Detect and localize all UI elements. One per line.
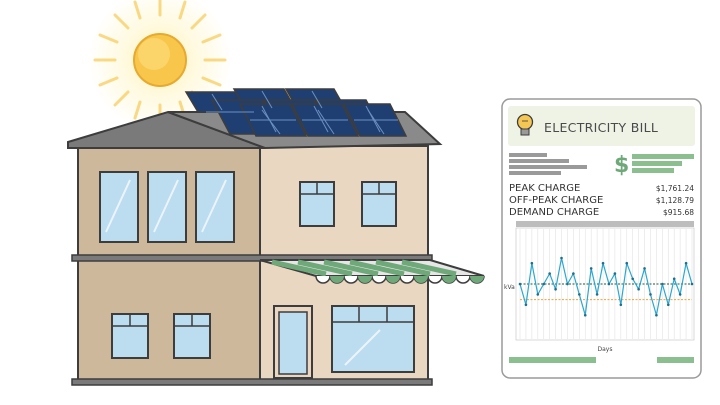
chart-point bbox=[637, 287, 640, 291]
chart-point bbox=[678, 293, 682, 296]
chart-point bbox=[601, 261, 605, 265]
chart-point bbox=[672, 277, 676, 281]
footer-bar bbox=[509, 357, 596, 363]
awning bbox=[259, 259, 485, 284]
placeholder-lines bbox=[509, 153, 587, 175]
electricity-bill: ELECTRICITY BILL $ PEAK CHARGE $1,761.24… bbox=[501, 98, 702, 379]
chart-point bbox=[554, 287, 557, 291]
lightbulb-icon bbox=[516, 113, 534, 136]
bill-title: ELECTRICITY BILL bbox=[544, 120, 658, 135]
chart-point bbox=[613, 272, 617, 275]
dollar-icon: $ bbox=[614, 153, 629, 178]
chart-point bbox=[548, 272, 551, 275]
chart-point bbox=[649, 293, 652, 296]
charge-label-peak: PEAK CHARGE bbox=[509, 183, 580, 194]
charge-value-demand: $915.68 bbox=[663, 208, 694, 217]
accent-bars bbox=[632, 154, 694, 173]
chart-point bbox=[560, 256, 563, 260]
usage-chart: kVa Days bbox=[504, 221, 695, 353]
chart-point bbox=[566, 282, 569, 286]
chart-point bbox=[607, 282, 611, 286]
chart-point bbox=[595, 293, 599, 296]
chart-ylabel: kVa bbox=[504, 284, 515, 291]
chart-point bbox=[619, 303, 623, 307]
footer-bar bbox=[657, 357, 694, 363]
house bbox=[67, 88, 485, 386]
charge-label-demand: DEMAND CHARGE bbox=[509, 207, 599, 218]
chart-point bbox=[625, 261, 629, 265]
chart-point bbox=[578, 293, 581, 296]
chart-point bbox=[661, 282, 664, 286]
chart-point bbox=[690, 282, 694, 286]
chart-point bbox=[589, 267, 593, 270]
chart-point bbox=[524, 303, 528, 307]
window bbox=[331, 305, 415, 373]
chart-point bbox=[684, 261, 688, 265]
chart-point bbox=[666, 303, 670, 307]
chart-xlabel: Days bbox=[598, 346, 613, 353]
chart-point bbox=[518, 282, 522, 286]
chart-point bbox=[536, 293, 540, 296]
chart-point bbox=[655, 313, 658, 317]
sun-icon bbox=[88, 0, 232, 132]
chart-series-line bbox=[519, 257, 693, 316]
chart-point bbox=[542, 282, 546, 286]
chart-point bbox=[583, 313, 587, 317]
chart-header-bar bbox=[516, 221, 694, 227]
chart-point bbox=[530, 261, 534, 265]
chart-point bbox=[572, 272, 575, 275]
chart-point bbox=[643, 267, 646, 270]
charge-label-offpeak: OFF-PEAK CHARGE bbox=[509, 195, 603, 206]
charge-value-peak: $1,761.24 bbox=[656, 184, 694, 193]
solar-panels bbox=[184, 88, 408, 137]
charge-value-offpeak: $1,128.79 bbox=[656, 196, 694, 205]
chart-point bbox=[631, 277, 634, 281]
